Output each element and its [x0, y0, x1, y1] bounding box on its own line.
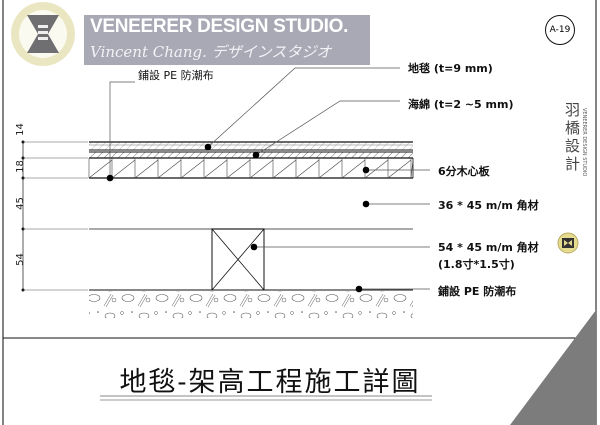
gravel-ground: [89, 289, 413, 318]
vertical-studio-sub: VENEERER DESIGN STUDIO: [581, 108, 587, 177]
dimension-label: 45: [14, 197, 26, 210]
vertical-studio-name: 羽橋設計: [563, 102, 581, 174]
dimension-label: 54: [14, 253, 26, 266]
studio-banner: VENEERER DESIGN STUDIO. Vincent Chang. デ…: [84, 15, 370, 65]
sheet-number-badge: A-19: [545, 15, 575, 45]
label-joist: 36 * 45 m/m 角材: [438, 199, 539, 212]
label-pe-bottom: 鋪設 PE 防潮布: [438, 285, 517, 298]
studio-logo-icon: [11, 2, 75, 66]
corner-triangle: [510, 310, 596, 425]
label-carpet: 地毯 (t=9 mm): [408, 62, 493, 75]
studio-name: VENEERER DESIGN STUDIO.: [90, 16, 349, 37]
plywood-layer: [88, 158, 414, 179]
label-plywood: 6分木心板: [438, 165, 490, 178]
vertical-logo-icon: [557, 232, 579, 254]
leader-dots: [106, 143, 370, 293]
label-pe-top: 鋪設 PE 防潮布: [138, 69, 214, 82]
carpet-layer: [89, 141, 413, 151]
dimension-line: [21, 140, 88, 292]
sleeper-timber: [211, 228, 265, 291]
drawing-title: 地毯-架高工程施工詳圖: [119, 367, 421, 398]
leader-lines: [109, 67, 430, 290]
dimension-label: 14: [14, 123, 26, 136]
label-sponge: 海綿 (t=2 ~5 mm): [408, 98, 514, 111]
dimension-label: 18: [14, 160, 26, 173]
label-sleeper: 54 * 45 m/m 角材: [438, 241, 539, 254]
sponge-layer: [89, 151, 413, 159]
label-sleeper-sub: (1.8寸*1.5寸): [438, 258, 515, 271]
studio-subtitle: Vincent Chang. デザインスタジオ: [90, 43, 332, 61]
